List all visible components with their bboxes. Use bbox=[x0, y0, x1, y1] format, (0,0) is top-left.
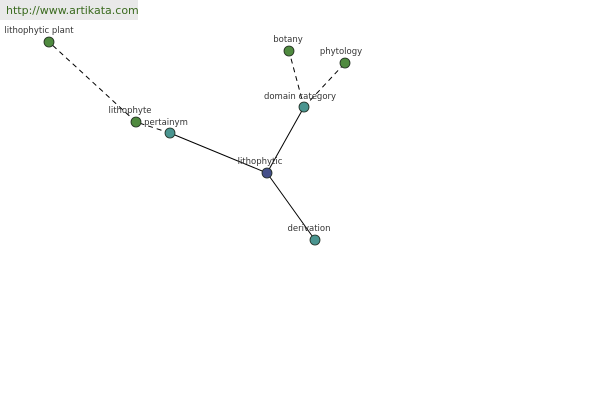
edges-layer bbox=[48, 41, 346, 241]
labels-layer: lithophytic pertainym domain category deriv… bbox=[4, 26, 362, 234]
edge-lithophyte-lithophytic_plant bbox=[48, 41, 137, 123]
node-label-phytology[interactable]: phytology bbox=[320, 47, 362, 57]
node-label-lithophyte[interactable]: lithophyte bbox=[108, 106, 151, 116]
edge-lithophytic-derivation bbox=[266, 172, 316, 241]
node-domain-category[interactable] bbox=[298, 101, 310, 113]
node-lithophyte[interactable] bbox=[130, 116, 142, 128]
node-label-botany[interactable]: botany bbox=[273, 35, 303, 45]
node-label-lithophytic-plant[interactable]: lithophytic plant bbox=[4, 26, 74, 36]
node-label-pertainym[interactable]: pertainym bbox=[144, 118, 188, 128]
node-pertainym[interactable] bbox=[164, 127, 176, 139]
nodes-layer bbox=[43, 36, 351, 246]
source-url-banner: http://www.artikata.com bbox=[0, 0, 139, 20]
edge-pertainym-lithophyte bbox=[135, 121, 171, 134]
edge-domain_category-phytology bbox=[303, 62, 346, 108]
node-phytology[interactable] bbox=[339, 57, 351, 69]
node-botany[interactable] bbox=[283, 45, 295, 57]
edge-lithophytic-domain_category bbox=[266, 106, 305, 174]
node-label-domain-category[interactable]: domain category bbox=[264, 92, 336, 102]
source-url-text[interactable]: http://www.artikata.com bbox=[6, 4, 139, 17]
node-lithophytic-plant[interactable] bbox=[43, 36, 55, 48]
node-lithophytic[interactable] bbox=[261, 167, 273, 179]
edge-lithophytic-pertainym bbox=[169, 132, 268, 174]
node-label-derivation[interactable]: derivation bbox=[287, 224, 330, 234]
node-derivation[interactable] bbox=[309, 234, 321, 246]
node-label-lithophytic[interactable]: lithophytic bbox=[238, 157, 283, 167]
edge-domain_category-botany bbox=[288, 50, 305, 108]
